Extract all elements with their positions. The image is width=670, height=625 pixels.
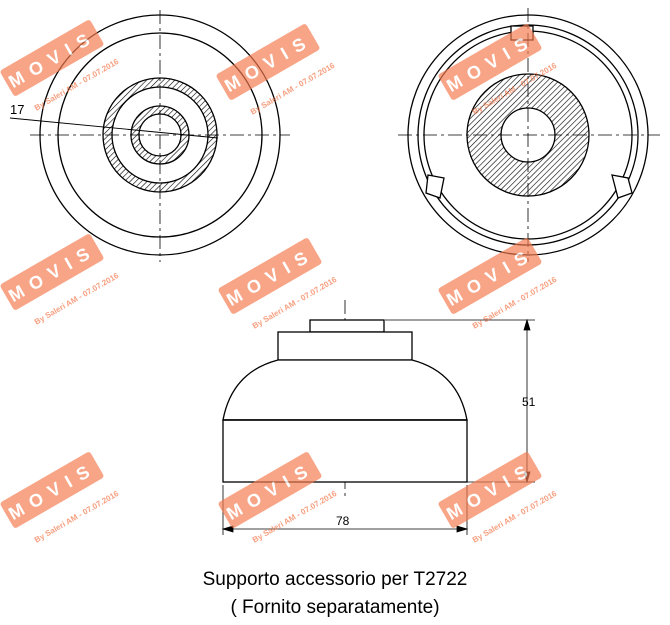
caption-note: ( Fornito separatamente) xyxy=(230,597,440,618)
side-view xyxy=(222,300,468,500)
watermark-layer xyxy=(0,16,559,551)
height-label: 51 xyxy=(522,395,536,409)
watermark xyxy=(437,234,559,337)
diameter-label: 17 xyxy=(10,102,24,117)
width-label: 78 xyxy=(336,514,350,528)
watermark xyxy=(0,230,121,333)
watermark xyxy=(0,448,121,551)
caption-title: Supporto accessorio per T2722 xyxy=(202,569,468,590)
top-view-left xyxy=(9,10,290,262)
top-view-right xyxy=(398,8,660,262)
